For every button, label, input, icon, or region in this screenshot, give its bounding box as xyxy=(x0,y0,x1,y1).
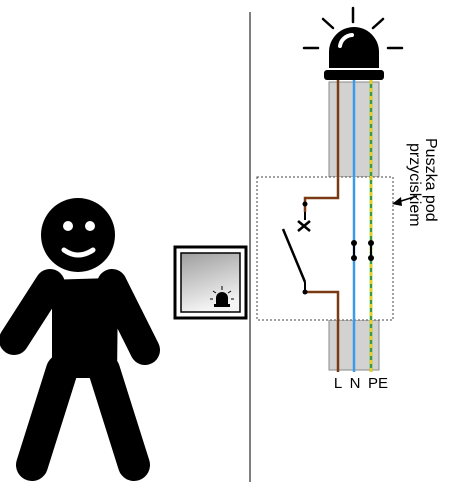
lamp-symbol-icon xyxy=(210,286,234,307)
beacon-lamp-icon xyxy=(302,6,404,80)
caption-arrow xyxy=(392,195,418,206)
switch-contact xyxy=(281,201,311,295)
box-caption-line2: przyciskiem xyxy=(406,143,423,227)
push-button-icon[interactable] xyxy=(173,245,248,320)
terminal-label-earth: PE xyxy=(368,375,388,392)
person-icon xyxy=(0,198,160,481)
box-caption-line1: Puszka pod xyxy=(422,138,439,222)
live-wire-return xyxy=(305,290,340,372)
terminal-label-neutral: N xyxy=(350,375,361,392)
terminal-label-live: L xyxy=(334,375,342,392)
wires xyxy=(303,80,373,372)
terminal-connectors xyxy=(351,240,374,261)
